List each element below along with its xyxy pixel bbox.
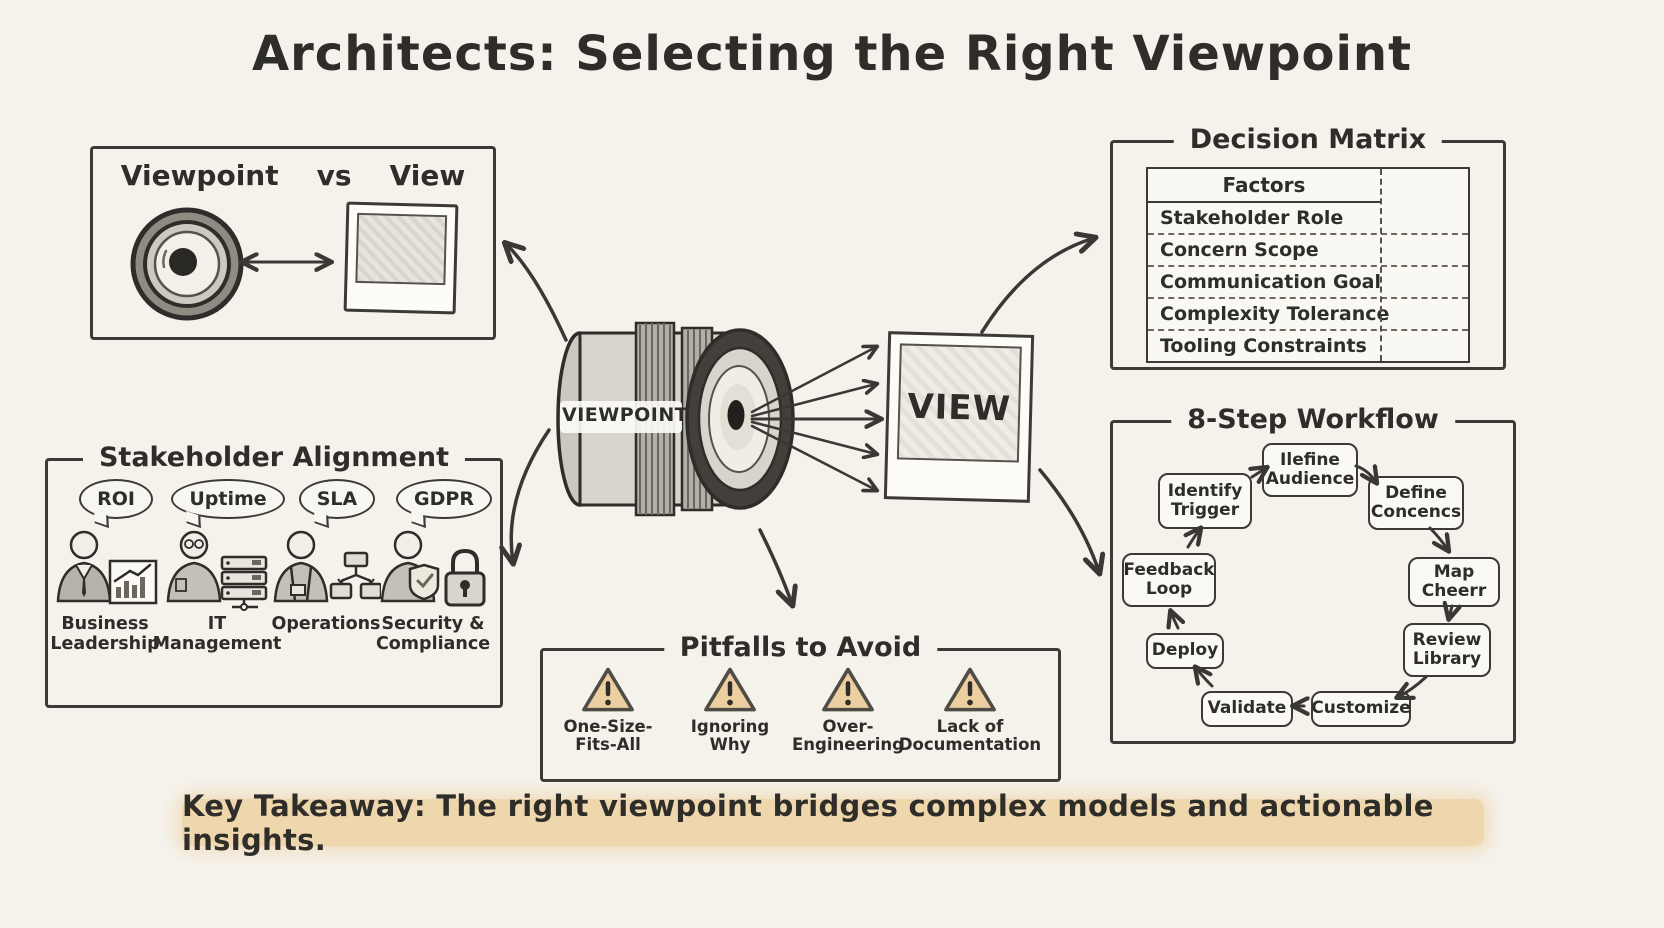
workflow-step-customize: Customize (1311, 691, 1411, 727)
operations-person-flowchart-icon (273, 530, 381, 603)
workflow-step-deploy: Deploy (1146, 633, 1224, 669)
speech-bubble-roi: ROI (79, 479, 153, 519)
speech-bubble-gdpr: GDPR (396, 479, 492, 519)
speech-bubble-uptime: Uptime (171, 479, 285, 519)
stakeholder-alignment-title: Stakeholder Alignment (82, 442, 466, 473)
key-takeaway-banner: Key Takeaway: The right viewpoint bridge… (182, 789, 1484, 857)
warning-triangle-icon (944, 667, 996, 712)
stakeholder-security-compliance: GDPR Security & Compliance (375, 479, 492, 654)
photo-frame-icon (343, 201, 459, 315)
workflow-step-define-concerns: Define Concencs (1368, 476, 1464, 530)
decision-matrix-panel: Decision Matrix Factors Stakeholder Role… (1110, 124, 1506, 370)
stakeholder-business-leadership: ROI Business Leadership (50, 479, 160, 654)
stakeholder-label: IT Management (152, 614, 282, 654)
warning-triangle-icon (582, 667, 634, 712)
pitfall-over-engineering: Over-Engineering (789, 665, 907, 755)
workflow-step-identify-trigger: Identify Trigger (1158, 473, 1252, 529)
vs-word: vs (316, 159, 352, 192)
view-word: View (389, 159, 466, 192)
decision-matrix-table: Factors Stakeholder Role Concern Scope C… (1146, 167, 1470, 363)
stakeholder-alignment-panel: Stakeholder Alignment ROI Business Leade… (45, 442, 503, 708)
security-person-shield-lock-icon (380, 530, 486, 607)
speech-bubble-sla: SLA (298, 479, 376, 519)
workflow-panel: 8-Step Workflow Identify Trigger Ilefine… (1110, 404, 1516, 744)
stakeholder-label: Operations (271, 614, 381, 634)
view-frame-label: VIEW (906, 386, 1012, 430)
workflow-step-validate: Validate (1201, 691, 1293, 727)
workflow-step-feedback-loop: Feedback Loop (1122, 553, 1216, 607)
table-row: Complexity Tolerance (1148, 299, 1468, 331)
table-row: Tooling Constraints (1160, 335, 1367, 357)
workflow-step-define-audience: Ilefine Audience (1262, 443, 1358, 497)
viewpoint-word: Viewpoint (120, 159, 279, 192)
table-header-factors: Factors (1148, 169, 1380, 203)
business-person-chart-icon (56, 530, 158, 605)
table-row: Stakeholder Role (1148, 203, 1468, 235)
stakeholder-it-management: Uptime IT Management (153, 479, 285, 654)
pitfall-label: One-Size-Fits-All (563, 717, 653, 755)
camera-lens-illustration (556, 321, 795, 517)
stakeholder-operations: SLA Operations (271, 479, 381, 635)
pitfall-label: Ignoring Why (690, 717, 770, 755)
workflow-step-review-library: Review Library (1403, 623, 1491, 677)
pitfall-ignoring-why: Ignoring Why (671, 665, 789, 755)
stakeholder-label: Business Leadership (50, 614, 160, 654)
table-column-divider (1380, 169, 1382, 361)
warning-triangle-icon (822, 667, 874, 712)
table-row: Concern Scope (1148, 235, 1468, 267)
table-row: Communication Goal (1148, 267, 1468, 299)
warning-triangle-icon (704, 667, 756, 712)
pitfalls-title: Pitfalls to Avoid (663, 632, 938, 663)
arrow-to-workflow (1038, 468, 1099, 572)
pitfall-label: Over-Engineering (792, 717, 904, 755)
camera-lens-icon (130, 207, 244, 321)
viewpoint-lens-label: VIEWPOINT (562, 404, 689, 426)
page-title: Architects: Selecting the Right Viewpoin… (251, 26, 1413, 82)
view-frame-illustration: VIEW (883, 331, 1035, 503)
pitfall-one-size-fits-all: One-Size-Fits-All (549, 665, 667, 755)
pitfalls-panel: Pitfalls to Avoid One-Size-Fits-All Igno… (540, 632, 1061, 782)
viewpoint-vs-view-panel: Viewpoint vs View (90, 146, 496, 340)
workflow-step-map-views: Map Cheerr (1408, 557, 1500, 607)
stakeholder-label: Security & Compliance (375, 614, 491, 654)
workflow-title: 8-Step Workflow (1171, 404, 1455, 435)
it-person-server-icon (166, 530, 268, 611)
decision-matrix-title: Decision Matrix (1173, 124, 1443, 155)
pitfall-lack-of-documentation: Lack of Documentation (899, 665, 1041, 755)
arrow-to-pitfalls (758, 528, 792, 604)
key-takeaway-text: Key Takeaway: The right viewpoint bridge… (182, 788, 1434, 857)
photo-frame-image-area (355, 212, 448, 286)
viewpoint-vs-view-header: Viewpoint vs View (93, 159, 493, 192)
arrow-to-decision-matrix (980, 238, 1094, 334)
pitfall-label: Lack of Documentation (898, 717, 1042, 755)
